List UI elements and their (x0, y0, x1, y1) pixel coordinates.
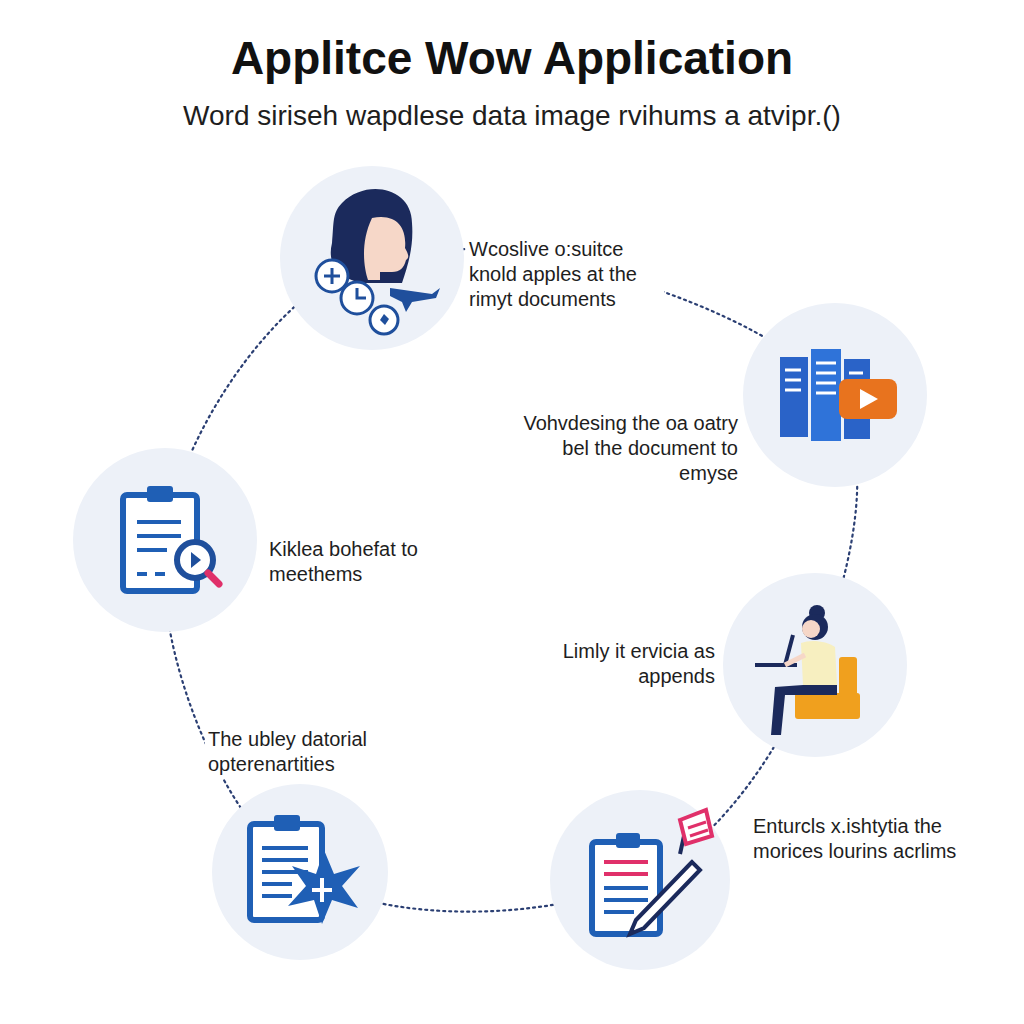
clipboard-search-icon (123, 486, 219, 591)
step-text: Wcoslive o:suitce knold apples at the ri… (466, 236, 664, 313)
icon-circle (550, 790, 730, 970)
diagram-title: Applitce Wow Application (0, 30, 1024, 88)
step-text: Vohvdesing the oa oatry bel the document… (520, 410, 741, 487)
step-text: Limly it ervicia as appends (530, 638, 718, 690)
step-text: The ubley datorial opterenartities (205, 726, 421, 778)
step-text: Enturcls x.ishtytia the morices lourins … (750, 813, 961, 865)
icon-circle (723, 573, 907, 757)
icon-circle (73, 448, 257, 632)
clipboard-pen-icon (592, 810, 712, 934)
step-text: Kiklea bohefat to meethems (266, 536, 472, 588)
icon-circle (212, 784, 388, 960)
person-icon (316, 189, 440, 334)
icon-circle (743, 303, 927, 487)
icon-circle (280, 166, 464, 350)
documents-video-icon (780, 349, 897, 441)
person-laptop-icon (755, 605, 860, 735)
subtitle: Word siriseh wapdlese data image rvihums… (20, 98, 1004, 133)
clipboard-star-icon (250, 815, 360, 924)
